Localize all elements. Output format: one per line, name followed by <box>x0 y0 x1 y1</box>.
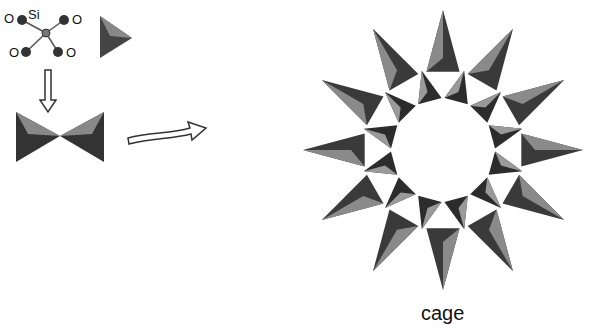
ring-tetrahedron <box>418 196 441 230</box>
ring-tetrahedron <box>303 133 365 166</box>
link-oxygen <box>498 115 502 119</box>
ring-tetrahedron <box>444 196 467 230</box>
caption-label: cage <box>421 303 464 323</box>
link-oxygen <box>474 205 478 209</box>
link-oxygen <box>375 148 379 152</box>
ring-tetrahedron <box>503 80 565 104</box>
link-oxygen <box>384 115 388 119</box>
ring-tetrahedron <box>489 210 513 272</box>
ring-tetrahedron <box>444 71 467 105</box>
ring-tetrahedron <box>519 175 564 220</box>
link-oxygen <box>498 181 502 185</box>
tetrahedron <box>100 16 132 58</box>
ring-tetrahedron <box>322 196 384 220</box>
ring-tetrahedron <box>426 228 459 290</box>
ring-tetrahedron <box>322 80 384 125</box>
ring-tetrahedron <box>468 29 513 74</box>
ring-tetrahedron <box>489 151 523 174</box>
ring-tetrahedron <box>364 125 398 148</box>
ring-tetrahedron <box>489 125 523 134</box>
oxygen-label: O <box>9 46 19 59</box>
oxygen-label: O <box>4 12 14 25</box>
ring-tetrahedron <box>373 210 418 272</box>
ring-tetrahedron <box>418 71 441 105</box>
ring-tetrahedron <box>521 133 583 166</box>
link-oxygen <box>408 91 412 95</box>
ring-tetrahedron <box>444 71 464 98</box>
oxygen-label: O <box>66 46 76 59</box>
ring-tetrahedron <box>373 29 418 91</box>
ring-tetrahedron <box>459 196 468 230</box>
ring-tetrahedron <box>364 129 391 149</box>
right-arrow <box>128 122 206 144</box>
link-oxygen <box>408 205 412 209</box>
ring-tetrahedron <box>426 10 459 72</box>
ring-tetrahedron <box>521 133 583 150</box>
link-oxygen <box>441 82 445 86</box>
oxygen-label: O <box>72 13 82 26</box>
ring-tetrahedron <box>503 175 565 220</box>
ring-tetrahedron <box>443 228 460 290</box>
sio4-molecule <box>17 15 69 57</box>
tetrahedra-ring <box>303 10 583 290</box>
link-oxygen <box>474 91 478 95</box>
ring-tetrahedron <box>373 29 397 91</box>
link-oxygen <box>507 148 511 152</box>
silicon-label: Si <box>28 8 40 21</box>
ring-tetrahedron <box>468 210 513 272</box>
link-oxygen <box>384 181 388 185</box>
ring-tetrahedron <box>495 151 522 171</box>
ring-tetrahedron <box>322 175 384 220</box>
link-oxygen <box>441 214 445 218</box>
ring-tetrahedron <box>468 29 513 91</box>
ring-tetrahedron <box>418 71 427 105</box>
tetrahedron-pair <box>16 112 104 162</box>
ring-tetrahedron <box>373 226 418 271</box>
ring-tetrahedron <box>364 166 398 175</box>
ring-tetrahedron <box>422 202 442 229</box>
down-arrow <box>40 70 56 112</box>
ring-tetrahedron <box>489 125 523 148</box>
ring-tetrahedron <box>303 150 365 167</box>
ring-tetrahedron <box>322 80 367 125</box>
ring-tetrahedron <box>503 80 565 125</box>
ring-opening <box>393 100 493 200</box>
ring-tetrahedron <box>364 151 398 174</box>
ring-tetrahedron <box>426 10 443 72</box>
